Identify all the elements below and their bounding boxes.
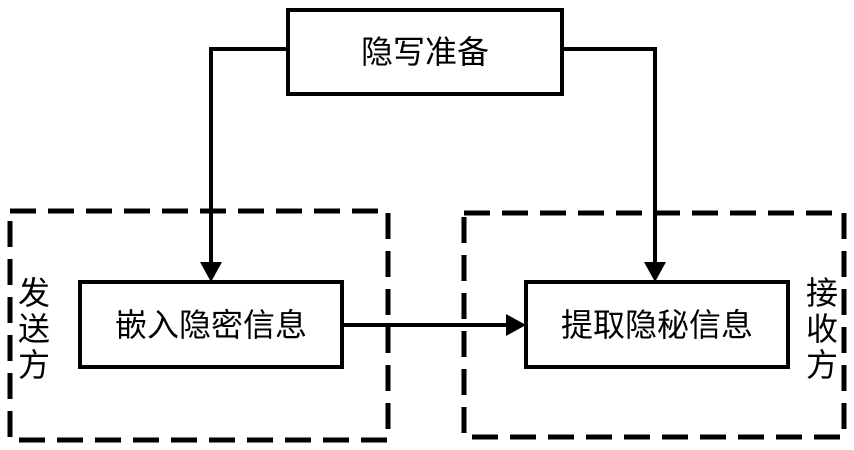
sender-label-char: 发 bbox=[18, 274, 50, 312]
edge-embed-to-extract bbox=[342, 314, 526, 336]
edge-prepare-to-extract bbox=[562, 49, 666, 282]
node-embed-secret-label: 嵌入隐密信息 bbox=[115, 306, 307, 344]
node-extract-secret-label: 提取隐秘信息 bbox=[561, 306, 753, 344]
edge-prepare-to-embed bbox=[200, 49, 290, 282]
node-steganography-prep: 隐写准备 bbox=[288, 10, 562, 94]
node-embed-secret: 嵌入隐密信息 bbox=[80, 282, 342, 367]
sender-label-char: 方 bbox=[18, 346, 50, 384]
sender-label: 发 送 方 bbox=[18, 274, 50, 384]
sender-label-char: 送 bbox=[18, 310, 50, 348]
node-steganography-prep-label: 隐写准备 bbox=[361, 33, 489, 71]
receiver-label-char: 接 bbox=[806, 274, 838, 312]
receiver-label-char: 收 bbox=[806, 310, 838, 348]
receiver-label-char: 方 bbox=[806, 346, 838, 384]
receiver-label: 接 收 方 bbox=[806, 274, 838, 384]
node-extract-secret: 提取隐秘信息 bbox=[526, 282, 788, 367]
